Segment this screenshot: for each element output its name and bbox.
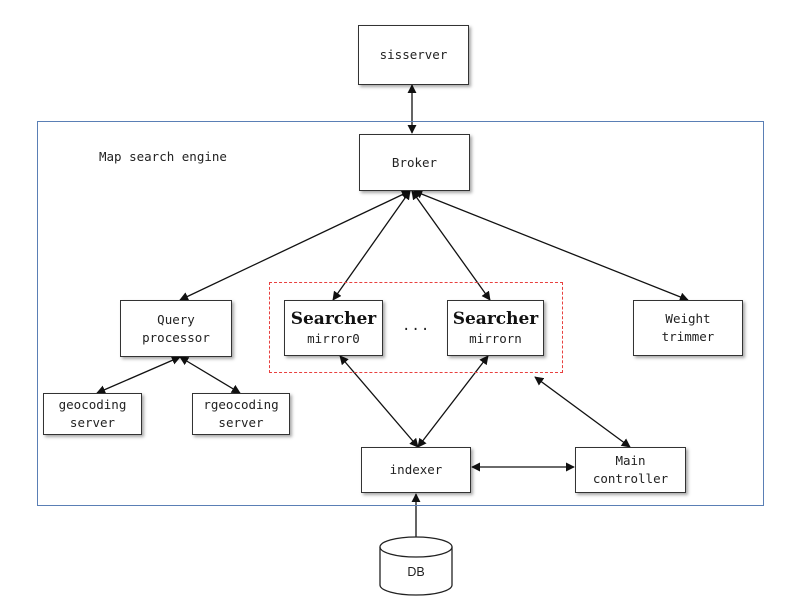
arrow-query-geocoding bbox=[96, 356, 181, 394]
arrow-broker-searcher0 bbox=[332, 190, 411, 301]
map-search-engine-boundary bbox=[37, 121, 764, 506]
searcher-mirrorn-sub: mirrorn bbox=[469, 331, 522, 346]
searcher-mirrorn-node: Searcher mirrorn bbox=[447, 300, 544, 356]
searcher-mirrorn-title: Searcher bbox=[452, 309, 539, 329]
searcher-mirror0-node: Searcher mirror0 bbox=[284, 300, 383, 356]
db-label: DB bbox=[407, 565, 425, 579]
weight-trimmer-label-line1: Weight bbox=[665, 311, 711, 326]
arrow-query-rgeocoding bbox=[179, 356, 241, 394]
main-controller-node: Main controller bbox=[575, 447, 686, 493]
rgeocoding-server-label-line2: server bbox=[218, 415, 264, 430]
sisserver-node: sisserver bbox=[358, 25, 469, 85]
geocoding-server-label-line1: geocoding bbox=[58, 397, 127, 412]
searcher-mirror-group bbox=[269, 282, 563, 373]
arrow-broker-weight-trimmer bbox=[413, 189, 689, 302]
indexer-node: indexer bbox=[361, 447, 471, 493]
query-processor-node: Query processor bbox=[120, 300, 232, 357]
weight-trimmer-node: Weight trimmer bbox=[633, 300, 743, 356]
main-controller-label-line2: controller bbox=[592, 471, 669, 486]
geocoding-server-label-line2: server bbox=[69, 415, 116, 430]
searcher-mirror0-title: Searcher bbox=[290, 309, 377, 329]
arrow-searcher0-indexer bbox=[339, 355, 419, 448]
broker-label: Broker bbox=[391, 154, 438, 170]
searcher-mirror0-sub: mirror0 bbox=[307, 331, 360, 346]
geocoding-server-node: geocoding server bbox=[43, 393, 142, 435]
query-processor-label-line1: Query bbox=[157, 311, 195, 327]
searcher-ellipsis: ... bbox=[402, 318, 431, 334]
sisserver-label: sisserver bbox=[379, 47, 448, 62]
db-cylinder-icon bbox=[379, 536, 453, 596]
rgeocoding-server-label-line1: rgeocoding bbox=[203, 397, 279, 412]
arrow-searchern-indexer bbox=[417, 355, 489, 448]
engine-label: Map search engine bbox=[99, 149, 227, 164]
broker-node: Broker bbox=[359, 134, 470, 191]
weight-trimmer-label-line2: trimmer bbox=[661, 329, 715, 344]
main-controller-label-line1: Main bbox=[615, 453, 646, 468]
rgeocoding-server-node: rgeocoding server bbox=[192, 393, 290, 435]
query-processor-label-line2: processor bbox=[142, 329, 210, 345]
arrow-mirrorgroup-main-controller bbox=[534, 376, 631, 448]
indexer-label: indexer bbox=[389, 462, 443, 477]
